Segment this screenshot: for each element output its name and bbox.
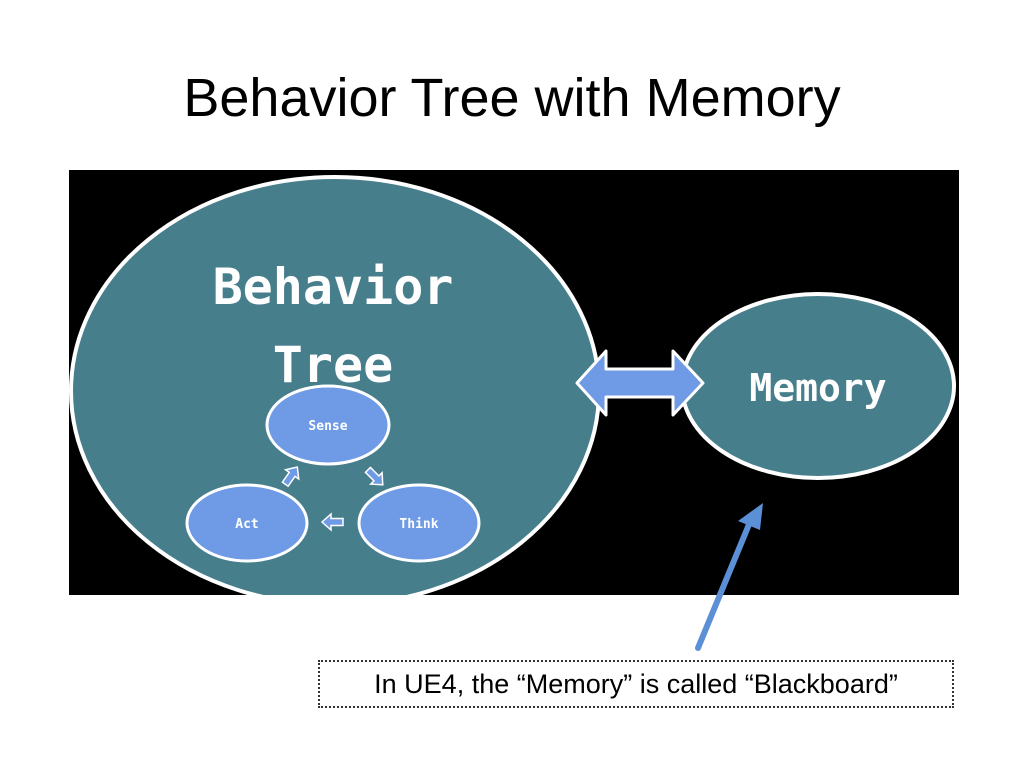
act-node-label: Act (235, 517, 258, 532)
think-to-act-arrow (320, 512, 344, 532)
behavior-tree-label-line1: Behavior (213, 258, 454, 316)
sense-node-label: Sense (308, 419, 347, 434)
think-node-label: Think (399, 517, 438, 532)
bidirectional-arrow (575, 349, 705, 417)
diagram-panel: Behavior Tree Memory Sense Think Act (69, 170, 959, 595)
memory-label: Memory (749, 366, 886, 410)
diagram-canvas: Behavior Tree Memory Sense Think Act (69, 170, 959, 595)
think-node (357, 483, 481, 563)
behavior-tree-label-line2: Tree (273, 336, 393, 394)
sense-to-think-arrow (364, 466, 384, 486)
act-to-sense-arrow (281, 466, 300, 488)
slide-title: Behavior Tree with Memory (183, 68, 841, 128)
blackboard-note: In UE4, the “Memory” is called “Blackboa… (318, 660, 954, 708)
sense-node (265, 384, 391, 466)
act-node (185, 483, 309, 563)
